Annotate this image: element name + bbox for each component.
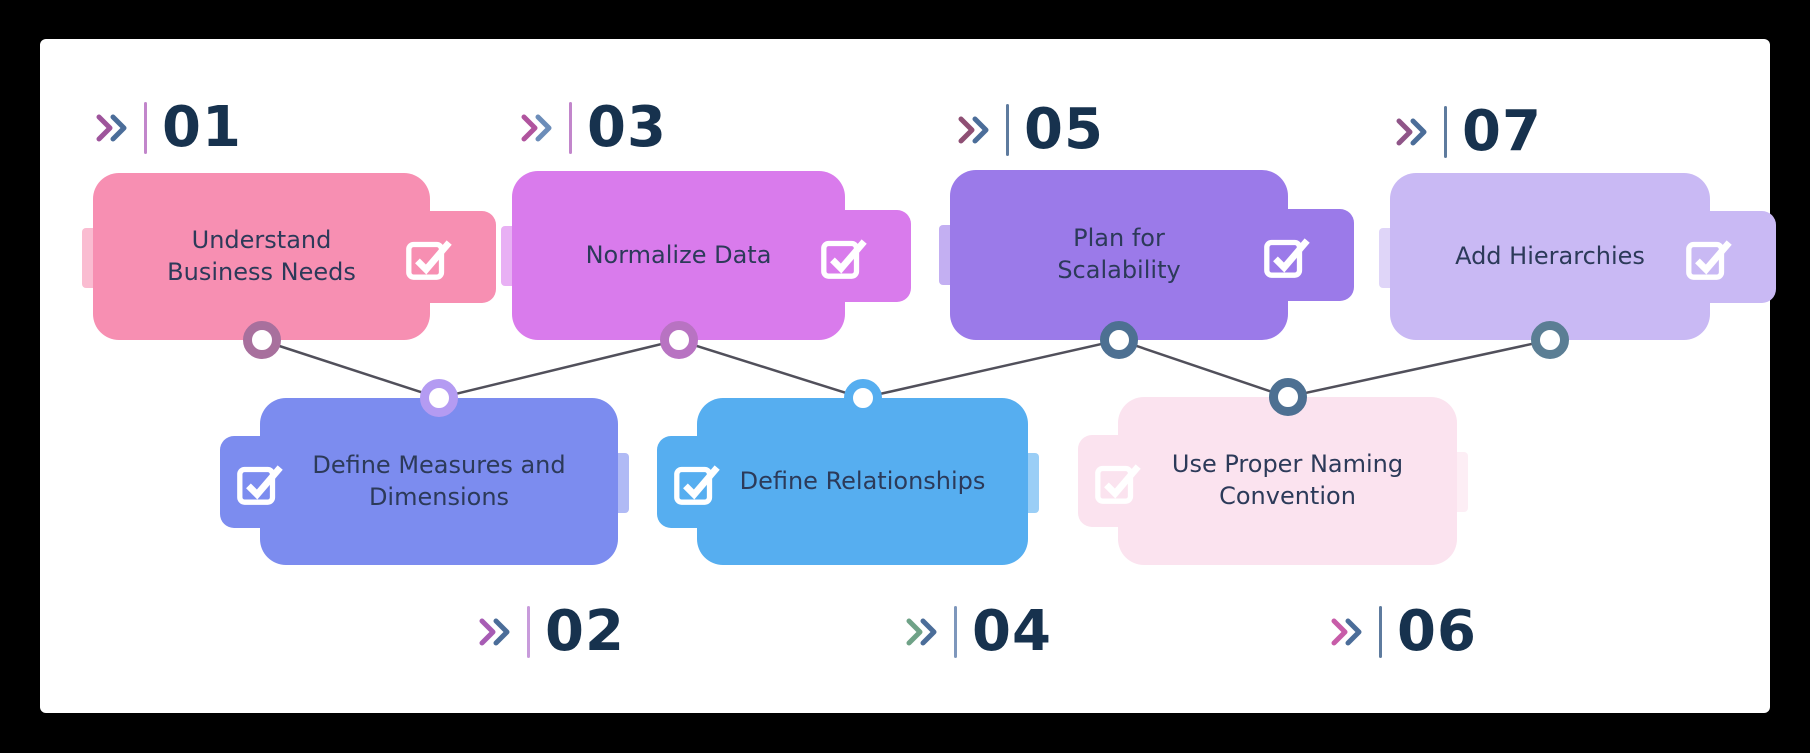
checkbox-tab (1264, 209, 1354, 301)
step-label-07: 07 (1395, 96, 1542, 168)
step-title: Add Hierarchies (1455, 241, 1645, 270)
card-side-nub (618, 453, 629, 513)
card-side-nub (1379, 228, 1390, 288)
step-number: 07 (1462, 99, 1542, 164)
checkbox-checked-icon (237, 464, 283, 505)
step-card-7: Add Hierarchies (1379, 173, 1776, 359)
step-card-6: Use Proper Naming Convention (1078, 378, 1468, 565)
step-card-1: Understand Business Needs (82, 173, 496, 359)
checkbox-checked-icon (674, 464, 720, 505)
label-divider (1444, 106, 1447, 158)
step-card-5: Plan for Scalability (939, 170, 1354, 359)
step-label-04: 04 (905, 596, 1052, 668)
step-number: 02 (545, 599, 625, 664)
connector-node (420, 379, 458, 417)
checkbox-tab (406, 210, 496, 303)
checkbox-checked-icon (1686, 239, 1732, 280)
label-divider (1006, 104, 1009, 156)
step-title: Define Relationships (739, 466, 986, 495)
connector-node (843, 379, 882, 417)
double-chevron-icon (1396, 118, 1427, 146)
step-title: Define Measures and Dimensions (312, 450, 566, 511)
checkbox-checked-icon (821, 238, 867, 279)
step-card-2: Define Measures and Dimensions (220, 379, 629, 565)
step-title: Use Proper Naming Convention (1171, 450, 1404, 510)
double-chevron-icon (479, 618, 510, 646)
checkbox-checked-icon (1264, 238, 1310, 278)
label-divider (569, 102, 572, 154)
checkbox-tab (1686, 210, 1776, 303)
double-chevron-icon (96, 114, 127, 142)
card-side-nub (1028, 453, 1039, 513)
connector-node (242, 321, 281, 359)
step-label-05: 05 (957, 94, 1104, 166)
step-number: 03 (587, 95, 667, 160)
double-chevron-icon (958, 116, 989, 144)
checkbox-tab (220, 435, 288, 528)
label-divider (1379, 606, 1382, 658)
card-side-nub (501, 226, 512, 286)
canvas-panel (40, 39, 1770, 713)
step-card-4: Define Relationships (657, 379, 1039, 565)
step-title: Normalize Data (585, 240, 772, 269)
step-number: 04 (972, 599, 1052, 664)
step-title: Understand Business Needs (167, 225, 356, 286)
connector-node (1100, 321, 1138, 359)
label-divider (144, 102, 147, 154)
step-title: Plan for Scalability (1057, 224, 1181, 284)
step-number: 05 (1024, 97, 1104, 162)
connector-node (1268, 378, 1307, 416)
card-side-nub (1457, 452, 1468, 512)
checkbox-tab (821, 209, 911, 302)
step-label-03: 03 (520, 92, 667, 164)
card-side-nub (82, 228, 93, 288)
step-number: 01 (162, 95, 242, 160)
step-label-02: 02 (478, 596, 625, 668)
step-card-3: Normalize Data (501, 171, 911, 359)
checkbox-checked-icon (1095, 464, 1141, 504)
double-chevron-icon (1331, 618, 1362, 646)
step-label-01: 01 (95, 92, 242, 164)
card-side-nub (939, 225, 950, 285)
step-number: 06 (1397, 599, 1477, 664)
connector-node (659, 321, 698, 359)
checkbox-tab (1078, 435, 1146, 527)
label-divider (954, 606, 957, 658)
connector-node (1531, 321, 1569, 359)
double-chevron-icon (521, 114, 552, 142)
label-divider (527, 606, 530, 658)
step-label-06: 06 (1330, 596, 1477, 668)
double-chevron-icon (906, 618, 937, 646)
checkbox-tab (657, 435, 725, 528)
checkbox-checked-icon (406, 239, 452, 280)
